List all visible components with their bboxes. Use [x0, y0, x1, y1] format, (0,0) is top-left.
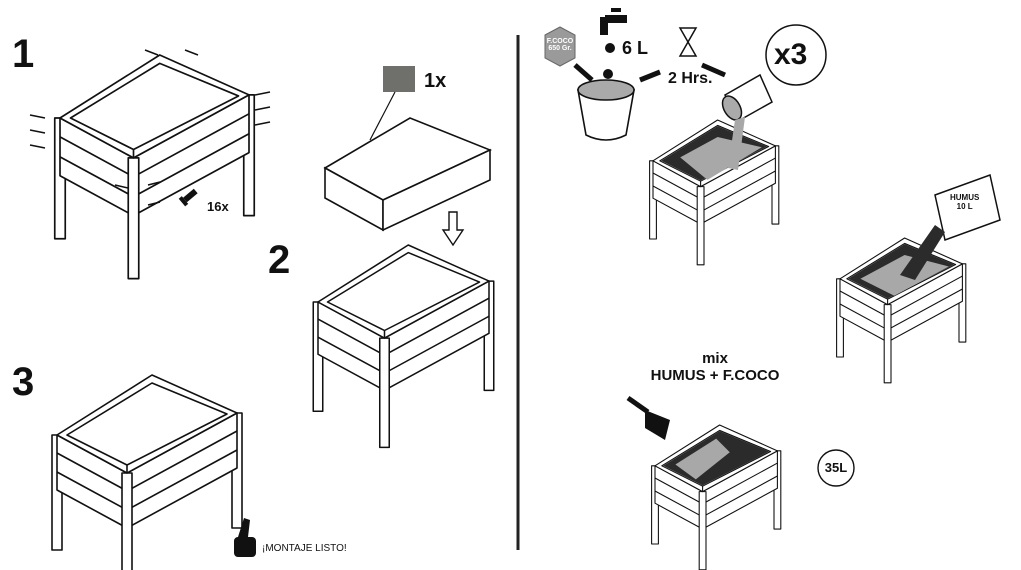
planter-fill-1 [649, 119, 780, 266]
water-amount: 6 L [622, 38, 649, 58]
trowel-icon [626, 395, 670, 440]
repeat-circle [765, 24, 827, 86]
water-drop-icon [603, 69, 613, 79]
liner-box [323, 117, 493, 232]
planter-fill-3 [651, 424, 782, 570]
liner-swatch [383, 66, 415, 92]
step-number-2: 2 [268, 238, 291, 282]
thumbs-up-icon [234, 518, 256, 557]
step-number-3: 3 [12, 360, 35, 404]
bucket-icon [577, 79, 635, 141]
volume-label: 35L [824, 460, 848, 475]
coco-brick-icon [544, 26, 576, 67]
screws [29, 49, 271, 206]
arrows [573, 62, 726, 83]
volume-circle [817, 449, 855, 487]
wait-time: 2 Hrs. [668, 70, 713, 87]
step-number-1: 1 [12, 32, 35, 76]
down-arrow-icon [441, 211, 465, 247]
screws-count: 16x [207, 199, 229, 214]
screw-icon [178, 188, 198, 207]
planter-step2 [312, 244, 495, 449]
box-count: 1x [424, 70, 447, 92]
repeat-count: x3 [774, 38, 808, 71]
done-label: ¡MONTAJE LISTO! [262, 543, 347, 554]
humus-bag-icon [900, 174, 1001, 280]
faucet-icon [600, 8, 627, 53]
hourglass-icon [678, 27, 698, 57]
planter-fill-2 [836, 237, 967, 384]
pouring-bucket-icon [721, 73, 773, 170]
planter-step3 [51, 374, 243, 570]
exploded-planter [53, 54, 256, 280]
